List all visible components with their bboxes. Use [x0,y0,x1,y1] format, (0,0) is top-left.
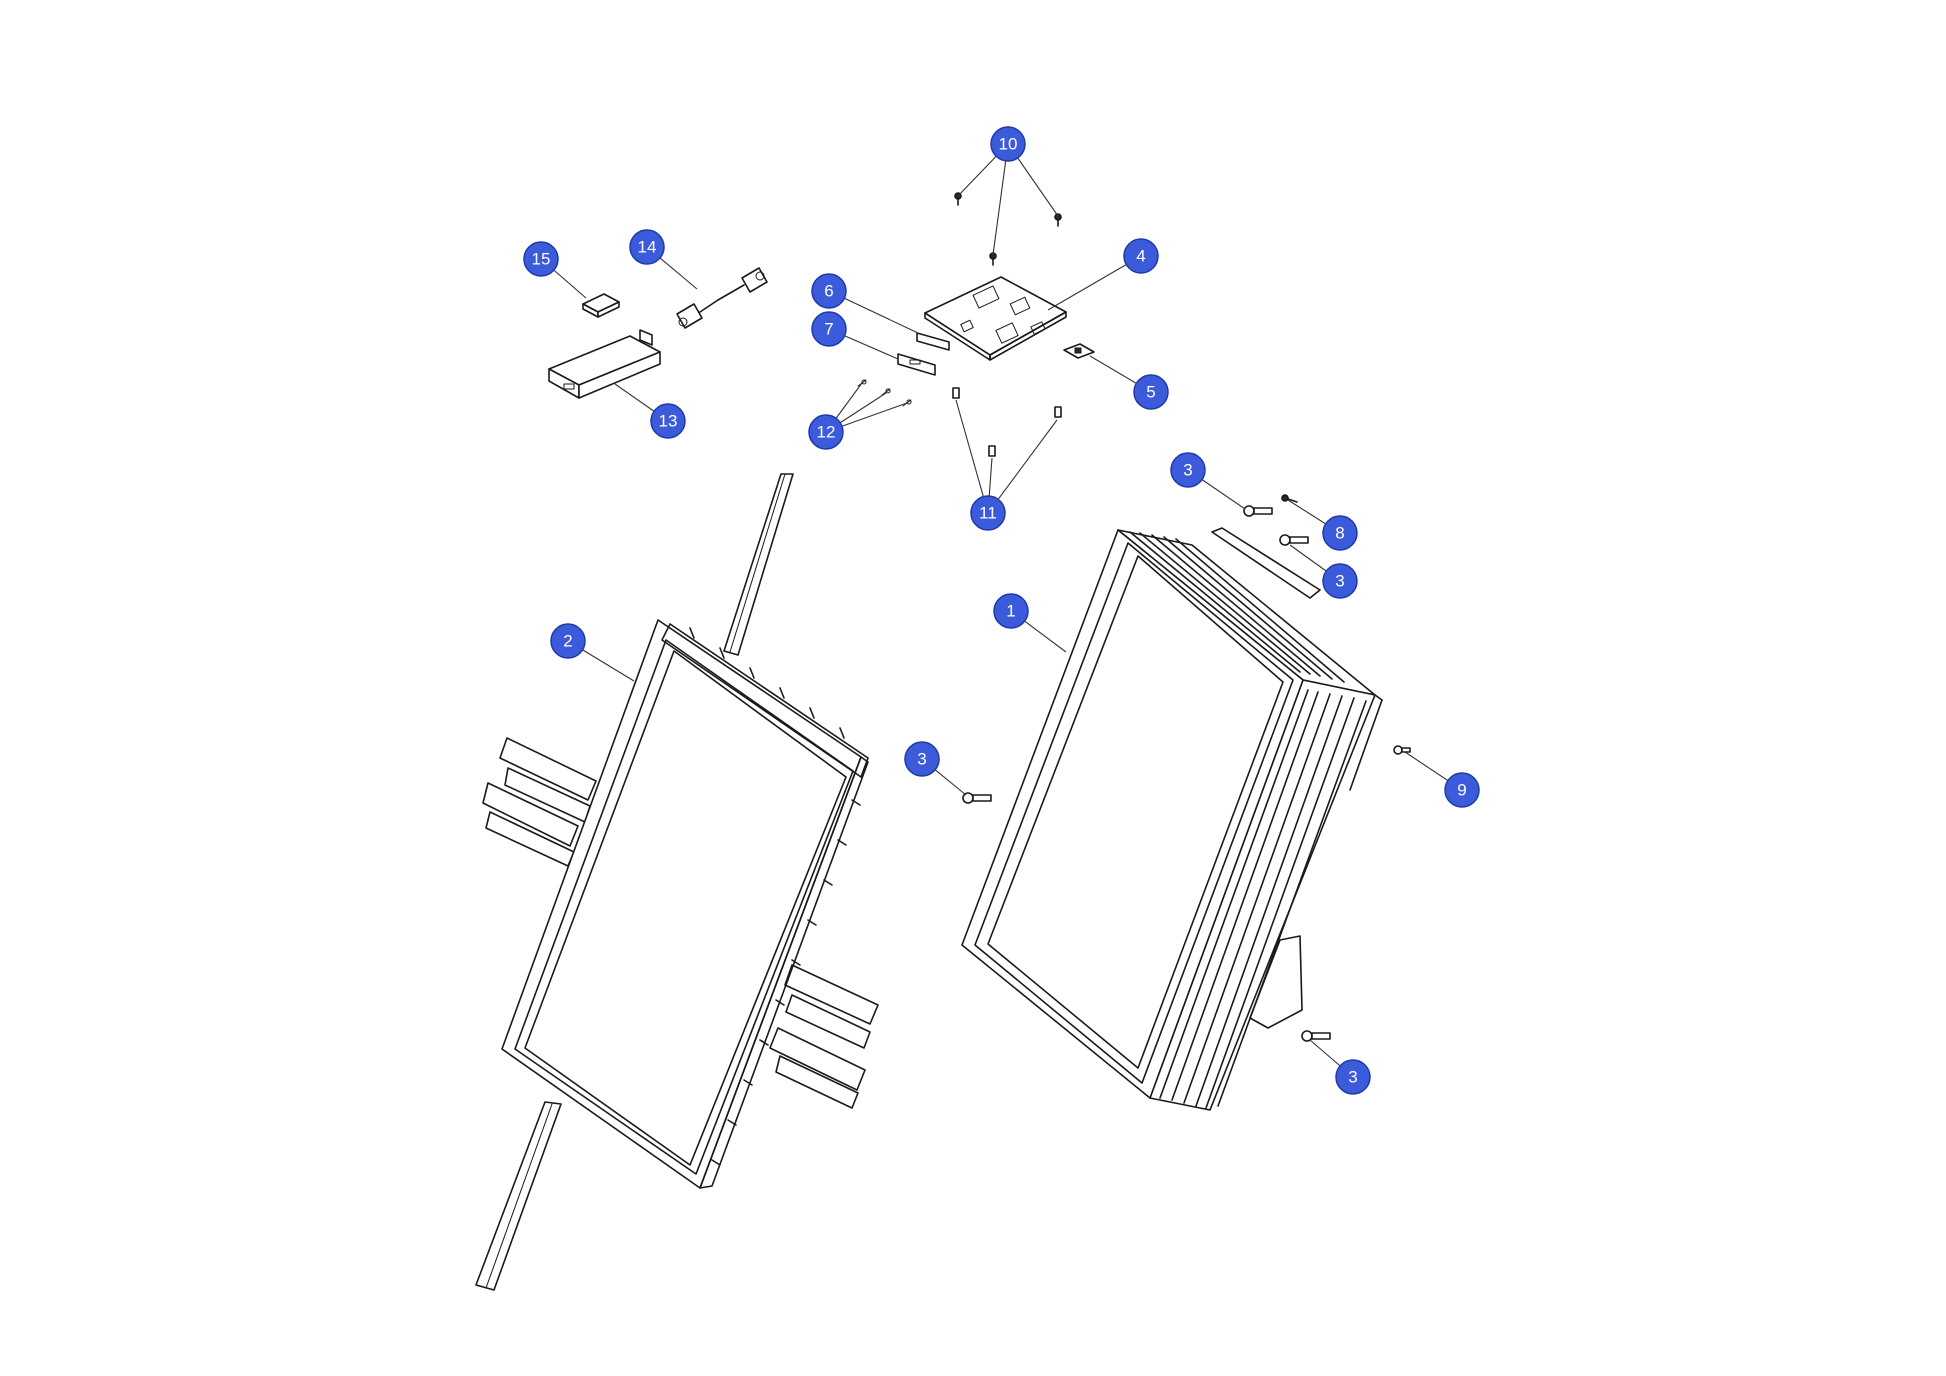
svg-text:7: 7 [824,320,833,339]
callout-6: 6 [811,273,847,309]
svg-text:15: 15 [532,250,551,269]
callout-12: 12 [808,414,844,450]
module-13 [548,329,661,399]
svg-text:3: 3 [917,750,926,769]
svg-text:3: 3 [1183,461,1192,480]
svg-text:8: 8 [1335,524,1344,543]
callout-4: 4 [1123,238,1159,274]
screw-3 [962,505,1331,1042]
svg-text:2: 2 [563,632,572,651]
svg-text:11: 11 [979,504,997,523]
callout-7: 7 [811,311,847,347]
svg-text:3: 3 [1348,1068,1357,1087]
bracket-6 [916,332,950,351]
svg-text:6: 6 [824,282,833,301]
callout-10: 10 [990,126,1026,162]
svg-text:9: 9 [1457,781,1466,800]
standoffs-11 [952,387,1062,457]
callout-3-bottom: 3 [1335,1059,1371,1095]
svg-text:14: 14 [638,238,657,257]
circuit-board-4 [924,276,1067,361]
chip-5 [1063,343,1095,359]
callout-8: 8 [1322,515,1358,551]
callout-3-middle: 3 [904,741,940,777]
callout-2: 2 [550,623,586,659]
svg-text:4: 4 [1136,247,1145,266]
callout-9: 9 [1444,772,1480,808]
pins-12 [857,379,912,407]
callout-11: 11 [970,495,1006,531]
callout-14: 14 [629,229,665,265]
callout-13: 13 [650,403,686,439]
connector-plate-7 [897,353,936,376]
screws-10 [954,192,1062,266]
screw-9 [1393,745,1411,755]
callout-3-right: 3 [1322,563,1358,599]
screw-8 [1281,494,1298,503]
svg-text:3: 3 [1335,572,1344,591]
display-assembly-1 [961,527,1383,1111]
display-panel-2 [475,473,879,1291]
svg-text:13: 13 [659,412,678,431]
callout-5: 5 [1133,374,1169,410]
pad-15 [582,293,620,318]
callout-1: 1 [993,593,1029,629]
svg-text:12: 12 [817,423,836,442]
svg-text:10: 10 [999,135,1018,154]
callout-3-top: 3 [1170,452,1206,488]
cable-14 [676,267,768,329]
callout-15: 15 [523,241,559,277]
svg-text:5: 5 [1146,383,1155,402]
svg-text:1: 1 [1006,602,1015,621]
